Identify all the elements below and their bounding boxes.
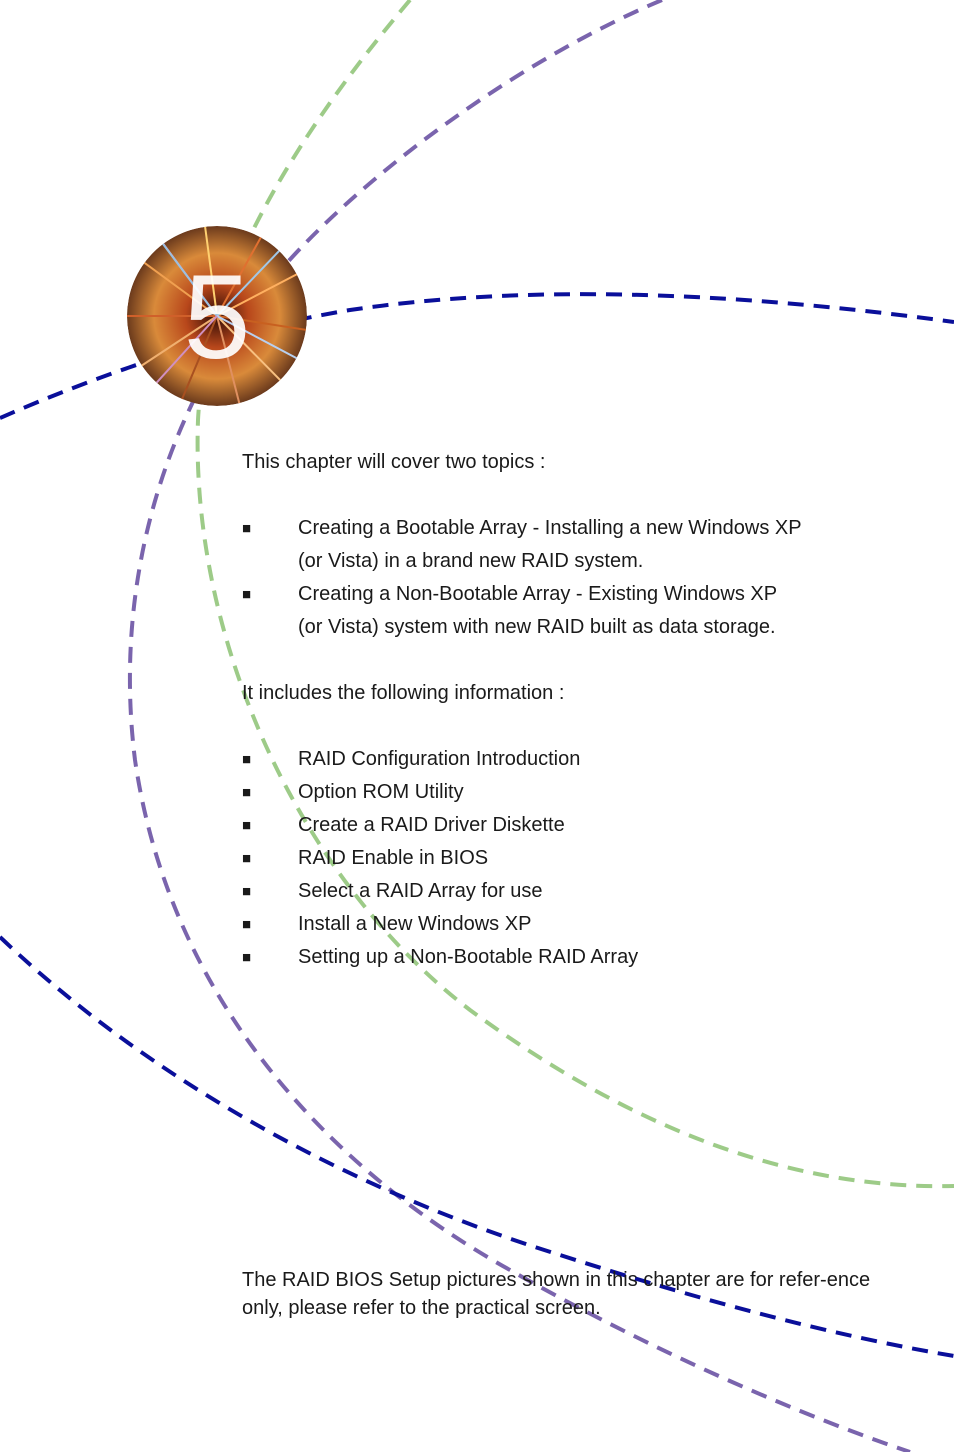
list-item-text: Install a New Windows XP — [298, 913, 532, 935]
square-bullet-icon: ■ — [242, 751, 252, 768]
square-bullet-icon: ■ — [242, 949, 252, 966]
topic-line-2: (or Vista) in a brand new RAID system. — [298, 550, 644, 572]
green-dashed-arc — [195, 0, 954, 1189]
list-item: ■ Setting up a Non-Bootable RAID Array — [242, 941, 882, 974]
list-item-text: RAID Configuration Introduction — [298, 748, 581, 770]
square-bullet-icon: ■ — [242, 520, 252, 537]
square-bullet-icon: ■ — [242, 817, 252, 834]
topic-item: ■ Creating a Bootable Array - Installing… — [242, 512, 882, 578]
topic-line-2: (or Vista) system with new RAID built as… — [298, 616, 776, 638]
includes-heading: It includes the following information : — [242, 682, 565, 704]
reference-note: The RAID BIOS Setup pictures shown in th… — [242, 1269, 871, 1319]
intro-text: This chapter will cover two topics : — [242, 451, 546, 473]
topic-line-1: Creating a Bootable Array - Installing a… — [298, 517, 802, 539]
square-bullet-icon: ■ — [242, 784, 252, 801]
topic-line-1: Creating a Non-Bootable Array - Existing… — [298, 583, 778, 605]
blue-dashed-arc-bottom — [0, 935, 954, 1358]
list-item: ■ Install a New Windows XP — [242, 908, 882, 941]
list-item: ■ Create a RAID Driver Diskette — [242, 809, 882, 842]
list-item: ■ Option ROM Utility — [242, 776, 882, 809]
topic-item: ■ Creating a Non-Bootable Array - Existi… — [242, 578, 882, 644]
topic-text: Creating a Non-Bootable Array - Existing… — [298, 578, 882, 644]
list-item-text: Option ROM Utility — [298, 781, 464, 803]
list-item: ■ RAID Configuration Introduction — [242, 743, 882, 776]
square-bullet-icon: ■ — [242, 916, 252, 933]
list-item-text: Setting up a Non-Bootable RAID Array — [298, 946, 639, 968]
blue-dashed-arc-top — [0, 292, 954, 420]
square-bullet-icon: ■ — [242, 883, 252, 900]
topic-text: Creating a Bootable Array - Installing a… — [298, 512, 882, 578]
purple-dashed-arc — [127, 0, 911, 1452]
chapter-badge — [127, 226, 307, 406]
square-bullet-icon: ■ — [242, 586, 252, 603]
list-item: ■ RAID Enable in BIOS — [242, 842, 882, 875]
square-bullet-icon: ■ — [242, 850, 252, 867]
info-list: ■ RAID Configuration Introduction ■ Option… — [242, 743, 882, 974]
chapter-number: 5 — [184, 250, 251, 384]
list-item-text: RAID Enable in BIOS — [298, 847, 489, 869]
list-item-text: Select a RAID Array for use — [298, 880, 543, 902]
list-item-text: Create a RAID Driver Diskette — [298, 814, 565, 836]
topics-list: ■ Creating a Bootable Array - Installing… — [242, 512, 882, 644]
list-item: ■ Select a RAID Array for use — [242, 875, 882, 908]
